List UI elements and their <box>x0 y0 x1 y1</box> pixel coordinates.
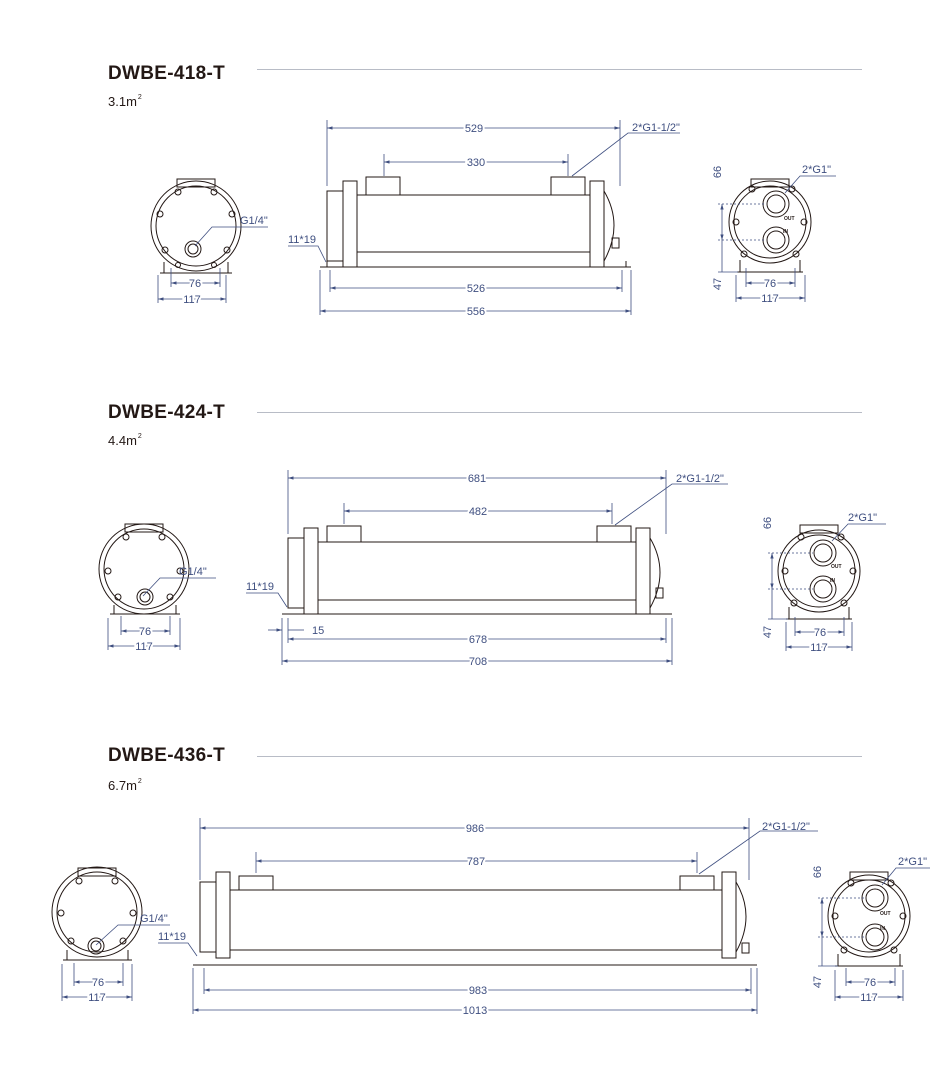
dim-drain-3: G1/4" <box>140 913 168 925</box>
dim-bottom-overall-3: 1013 <box>463 1005 487 1017</box>
dim-port-spacing-3: 787 <box>467 856 485 868</box>
port-out-label-2: OUT <box>831 564 842 570</box>
end-view-1 <box>150 178 242 274</box>
dim-head-ports-2: 2*G1" <box>848 512 877 524</box>
dim-offset-2: 15 <box>312 625 324 637</box>
area-unit-3: 2 <box>137 778 142 785</box>
dim-head-foot-inner-2: 76 <box>814 627 826 639</box>
dim-head-height-top-2: 66 <box>762 517 774 529</box>
dim-head-height-bottom-2: 47 <box>762 626 774 638</box>
dim-overall-top-2: 681 <box>468 473 486 485</box>
section-rule-1 <box>257 69 862 70</box>
dim-port-spacing-2: 482 <box>469 506 487 518</box>
dim-bottom-inner-3: 983 <box>469 985 487 997</box>
head-view-3 <box>827 871 911 967</box>
dim-head-height-bottom-3: 47 <box>812 976 824 988</box>
area-value-3: 6.7m <box>108 778 137 793</box>
model-title-2: DWBE-424-T <box>108 402 226 423</box>
port-out-label-3: OUT <box>880 911 891 917</box>
dim-foot-outer-1: 117 <box>183 294 201 306</box>
dim-mount-slot-2: 11*19 <box>246 581 274 593</box>
head-view-2 <box>777 524 861 620</box>
dim-mount-slot-1: 11*19 <box>288 234 316 246</box>
area-value-1: 3.1m <box>108 94 137 109</box>
dim-overall-top-1: 529 <box>465 123 483 135</box>
dim-overall-top-3: 986 <box>466 823 484 835</box>
dim-head-height-top-1: 66 <box>712 166 724 178</box>
dim-port-spacing-1: 330 <box>467 157 485 169</box>
model-title-3: DWBE-436-T <box>108 745 226 766</box>
port-in-label-2: IN <box>830 578 835 584</box>
end-view-3 <box>51 866 143 961</box>
end-view-2 <box>98 523 190 615</box>
side-view-1 <box>320 176 631 268</box>
dim-foot-inner-2: 76 <box>139 626 151 638</box>
section-rule-2 <box>257 412 862 413</box>
port-in-label-1: IN <box>783 229 788 235</box>
dim-drain-1: G1/4" <box>240 215 268 227</box>
dim-shell-ports-1: 2*G1-1/2" <box>632 122 680 134</box>
side-view-3 <box>193 871 757 966</box>
dim-head-foot-outer-3: 117 <box>860 992 878 1004</box>
area-label-2: 4.4m2 <box>108 433 142 448</box>
area-unit-2: 2 <box>137 433 142 440</box>
dim-head-ports-1: 2*G1" <box>802 164 831 176</box>
port-in-label-3: IN <box>880 926 885 932</box>
dim-mount-slot-3: 11*19 <box>158 931 186 943</box>
dim-head-ports-3: 2*G1" <box>898 856 927 868</box>
dim-shell-ports-3: 2*G1-1/2" <box>762 821 810 833</box>
dim-bottom-overall-1: 556 <box>467 306 485 318</box>
section-rule-3 <box>257 756 862 757</box>
dim-head-height-bottom-1: 47 <box>712 278 724 290</box>
dim-bottom-overall-2: 708 <box>469 656 487 668</box>
dim-drain-2: G1/4" <box>179 566 207 578</box>
side-view-2 <box>282 525 672 615</box>
dim-head-foot-inner-3: 76 <box>864 977 876 989</box>
dim-head-height-top-3: 66 <box>812 866 824 878</box>
dim-head-foot-inner-1: 76 <box>764 278 776 290</box>
port-out-label-1: OUT <box>784 216 795 222</box>
dim-foot-inner-3: 76 <box>92 977 104 989</box>
dim-bottom-inner-2: 678 <box>469 634 487 646</box>
area-label-3: 6.7m2 <box>108 778 142 793</box>
dim-head-foot-outer-1: 117 <box>761 293 779 305</box>
dim-head-foot-outer-2: 117 <box>810 642 828 654</box>
dim-foot-inner-1: 76 <box>189 278 201 290</box>
area-unit-1: 2 <box>137 94 142 101</box>
dim-foot-outer-2: 117 <box>135 641 153 653</box>
head-view-1 <box>728 178 812 273</box>
area-value-2: 4.4m <box>108 433 137 448</box>
dim-foot-outer-3: 117 <box>88 992 106 1004</box>
dim-bottom-inner-1: 526 <box>467 283 485 295</box>
area-label-1: 3.1m2 <box>108 94 142 109</box>
dim-shell-ports-2: 2*G1-1/2" <box>676 473 724 485</box>
model-title-1: DWBE-418-T <box>108 63 226 84</box>
